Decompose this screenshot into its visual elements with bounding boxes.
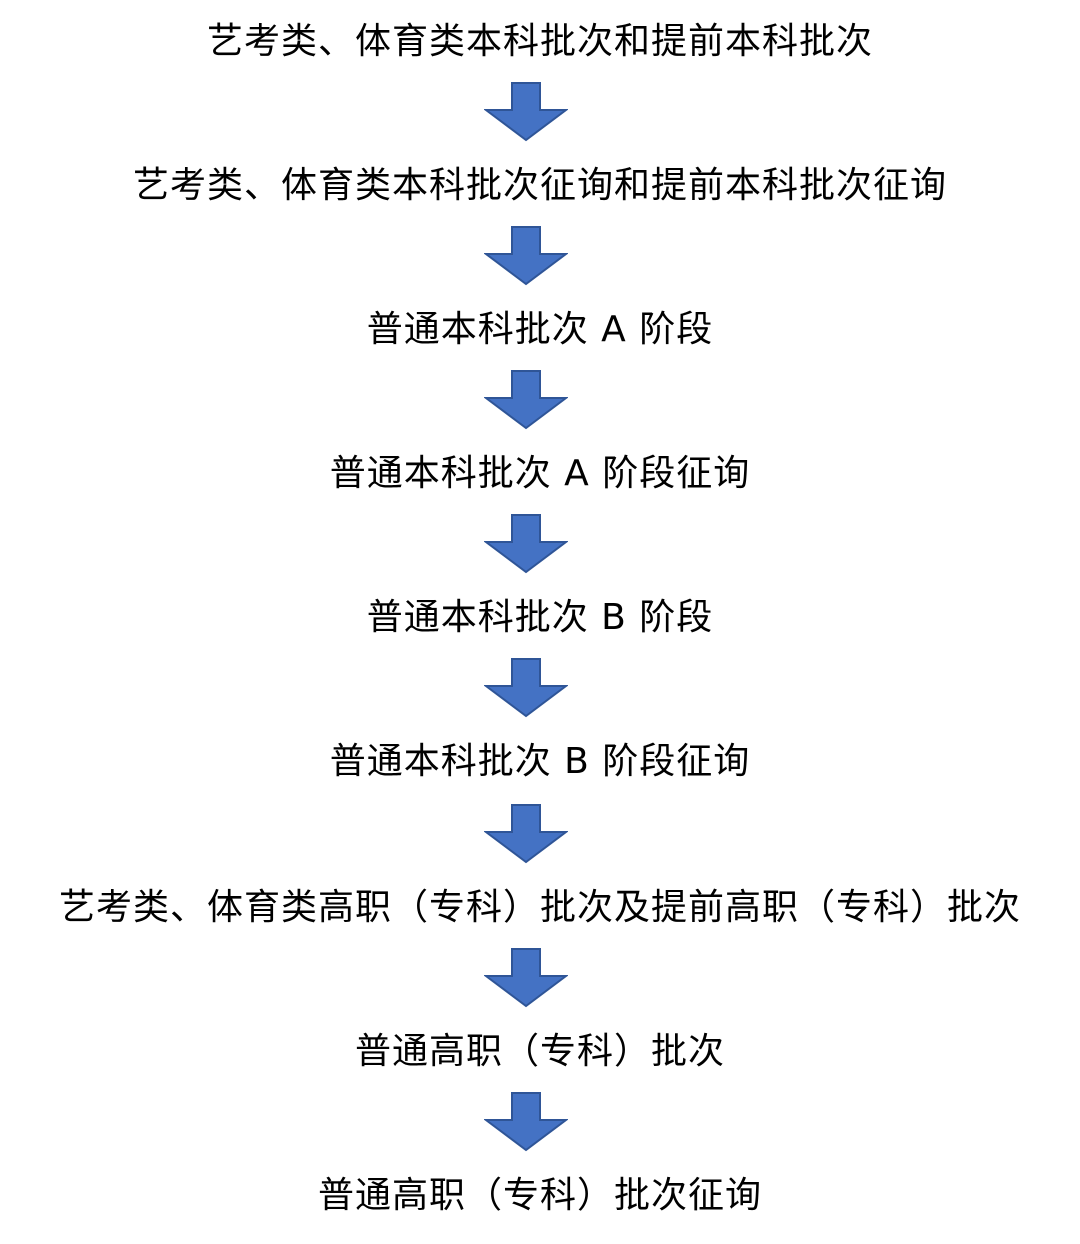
flow-step-6: 普通本科批次 B 阶段征询: [329, 741, 751, 782]
down-arrow-icon: [484, 948, 568, 1008]
down-arrow-icon: [484, 226, 568, 286]
down-arrow-icon: [484, 514, 568, 574]
flow-step-3: 普通本科批次 A 阶段: [366, 309, 714, 350]
down-arrow-icon: [484, 658, 568, 718]
flow-step-5: 普通本科批次 B 阶段: [366, 597, 714, 638]
down-arrow-icon: [484, 370, 568, 430]
down-arrow-icon: [484, 804, 568, 864]
flow-step-7: 艺考类、体育类高职（专科）批次及提前高职（专科）批次: [58, 887, 1021, 928]
flow-step-9: 普通高职（专科）批次征询: [317, 1175, 762, 1216]
flow-step-4: 普通本科批次 A 阶段征询: [329, 453, 751, 494]
flow-step-8: 普通高职（专科）批次: [354, 1031, 725, 1072]
down-arrow-icon: [484, 82, 568, 142]
flow-step-1: 艺考类、体育类本科批次和提前本科批次: [206, 21, 873, 62]
down-arrow-icon: [484, 1092, 568, 1152]
flow-step-2: 艺考类、体育类本科批次征询和提前本科批次征询: [132, 165, 947, 206]
